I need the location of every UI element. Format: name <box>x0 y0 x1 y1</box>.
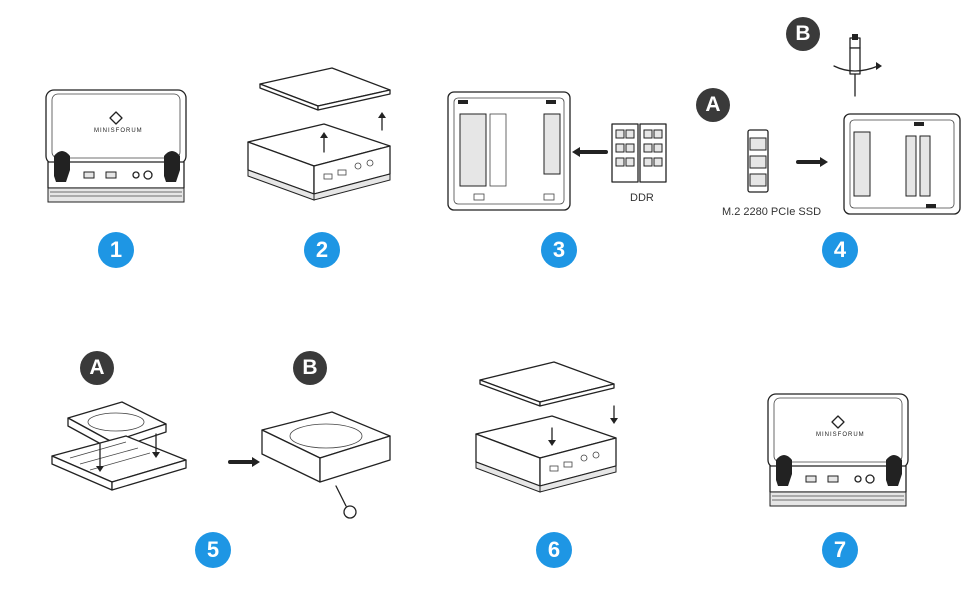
mini-pc-closed-front <box>45 89 187 203</box>
mini-pc-lid-replaced <box>475 361 618 493</box>
brand-logo-text: MINISFORUM <box>94 128 143 134</box>
mini-pc-lid-removed <box>247 67 391 201</box>
step-1-panel: MINISFORUM <box>40 80 200 210</box>
step-3-panel: DDR <box>440 90 690 220</box>
step-2-panel <box>240 60 410 230</box>
step-6-panel <box>466 354 636 524</box>
step-2-badge: 2 <box>304 232 340 268</box>
ssd-install-diagram <box>747 34 961 215</box>
step-5-badge: 5 <box>195 532 231 568</box>
mini-pc-closed-final <box>767 393 909 507</box>
hdd-bracket-diagram <box>51 401 391 519</box>
ssd-caption: M.2 2280 PCIe SSD <box>722 206 822 218</box>
step-4-label-b: B <box>786 17 820 51</box>
mini-pc-top-view-ddr <box>447 91 667 211</box>
step-7-panel: MINISFORUM <box>762 388 922 518</box>
step-1-badge: 1 <box>98 232 134 268</box>
step-4-badge: 4 <box>822 232 858 268</box>
ddr-caption: DDR <box>630 192 654 204</box>
step-4-panel: M.2 2280 PCIe SSD <box>722 30 970 220</box>
step-5-panel <box>40 390 400 530</box>
step-6-badge: 6 <box>536 532 572 568</box>
brand-logo-text-final: MINISFORUM <box>816 432 865 438</box>
step-7-badge: 7 <box>822 532 858 568</box>
step-4-label-a: A <box>696 88 730 122</box>
step-5-label-a: A <box>80 351 114 385</box>
step-5-label-b: B <box>293 351 327 385</box>
step-3-badge: 3 <box>541 232 577 268</box>
